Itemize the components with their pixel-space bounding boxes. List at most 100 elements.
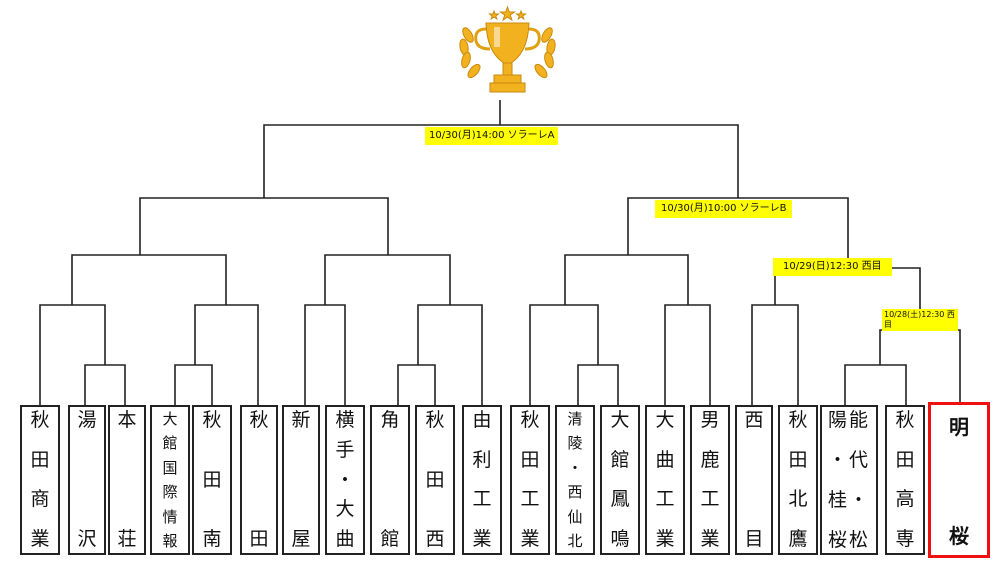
team-name-char: 桜	[949, 524, 969, 548]
team-name-char: 田	[425, 468, 445, 491]
team-box: 大館鳳鳴	[600, 405, 640, 555]
team-name-char: 大	[610, 409, 630, 431]
team-name-char: 館	[610, 448, 630, 471]
match-label-first-round: 10/28(土)12:30 西目	[882, 309, 958, 331]
team-box: 明桜	[928, 402, 990, 558]
team-name-char: 鳴	[610, 527, 630, 550]
team-box: 西目	[735, 405, 773, 555]
team-name-char: 田	[895, 448, 915, 471]
team-box: 大館国際情報	[150, 405, 190, 555]
match-label-first-round-text: 10/28(土)12:30 西目	[884, 310, 955, 329]
team-name-char: 横	[335, 409, 355, 431]
team-name-char: 曲	[655, 448, 675, 471]
team-name-char: 北	[788, 488, 808, 511]
team-name-char: 明	[949, 415, 969, 439]
team-name-char: 業	[655, 527, 675, 550]
team-box: 秋田北鷹	[778, 405, 818, 555]
team-name-char: 秋	[895, 409, 915, 431]
team-name-char: 業	[472, 527, 492, 550]
trophy-icon	[459, 5, 556, 93]
team-box: 秋田南	[192, 405, 232, 555]
team-name-char: 田	[520, 448, 540, 471]
team-box: 秋田商業	[20, 405, 60, 555]
team-name-char: 陽能	[827, 409, 870, 431]
team-name-char: 業	[520, 527, 540, 550]
team-name-char: 秋	[202, 409, 222, 431]
team-name-char: 桂・	[827, 489, 870, 511]
team-name-char: 西	[425, 528, 445, 550]
team-name-char: 由	[472, 409, 492, 431]
team-name-char: 田	[788, 448, 808, 471]
team-name-char: 田	[30, 448, 50, 471]
team-name-char: 工	[700, 488, 720, 511]
team-name-char: 西	[567, 483, 583, 502]
team-name-char: 鳳	[610, 488, 630, 511]
team-name-char: 商	[30, 488, 50, 511]
team-name-char: 角	[380, 409, 400, 431]
team-name-char: 南	[202, 528, 222, 550]
team-box: 秋田西	[415, 405, 455, 555]
match-label-final: 10/30(月)14:00 ソラーレA	[425, 127, 559, 145]
team-name-char: 利	[472, 448, 492, 471]
team-name-char: 報	[162, 531, 178, 550]
team-name-char: 桜松	[827, 529, 870, 551]
team-name-char: 専	[895, 527, 915, 550]
team-name-char: 湯	[77, 409, 97, 431]
team-name-char: 仙	[567, 507, 583, 526]
team-name-char: 大	[655, 409, 675, 431]
team-box: 横手・大曲	[325, 405, 365, 555]
team-name-char: 秋	[249, 409, 269, 431]
team-name-char: 大	[335, 498, 355, 521]
team-box: 秋田高専	[885, 405, 925, 555]
team-name-char: 荘	[117, 528, 137, 550]
team-name-char: 情	[162, 507, 178, 526]
team-name-char: 田	[249, 528, 269, 550]
team-name-char: 屋	[291, 528, 311, 550]
team-name-char: 田	[202, 468, 222, 491]
team-name-char: 工	[472, 488, 492, 511]
team-name-char: 本	[117, 409, 137, 431]
team-name-char: 秋	[788, 409, 808, 431]
team-box: 新屋	[282, 405, 320, 555]
team-name-char: 陵	[567, 434, 583, 453]
team-box: 秋田工業	[510, 405, 550, 555]
match-label-semifinal: 10/30(月)10:00 ソラーレB	[655, 200, 793, 218]
team-name-char: 鷹	[788, 527, 808, 550]
team-name-char: 新	[291, 409, 311, 431]
team-box: 大曲工業	[645, 405, 685, 555]
team-name-char: 北	[567, 531, 583, 550]
team-name-char: 大	[162, 410, 178, 428]
team-name-char: 鹿	[700, 448, 720, 471]
team-name-char: 男	[700, 409, 720, 431]
team-box: 湯沢	[68, 405, 106, 555]
team-box: 陽能・代桂・桜松	[820, 405, 878, 555]
team-name-char: 秋	[520, 409, 540, 431]
team-name-char: 際	[162, 483, 178, 502]
team-name-char: ・	[335, 468, 355, 491]
team-name-char: 業	[700, 527, 720, 550]
team-name-char: 高	[895, 488, 915, 511]
team-box: 角館	[370, 405, 410, 555]
match-label-quarterfinal: 10/29(日)12:30 西目	[773, 258, 892, 276]
team-name-char: 工	[520, 488, 540, 511]
team-name-char: 清	[567, 410, 583, 428]
team-name-char: 沢	[77, 528, 97, 550]
team-box: 清陵・西仙北	[555, 405, 595, 555]
team-name-char: 目	[744, 528, 764, 550]
team-name-char: 館	[380, 528, 400, 550]
team-name-char: 秋	[425, 409, 445, 431]
team-name-char: 手	[335, 438, 355, 461]
team-box: 秋田	[240, 405, 278, 555]
team-name-char: 工	[655, 488, 675, 511]
team-name-char: ・	[567, 458, 583, 477]
team-box: 本荘	[108, 405, 146, 555]
team-name-char: ・代	[827, 449, 870, 471]
team-name-char: 曲	[335, 528, 355, 550]
team-box: 男鹿工業	[690, 405, 730, 555]
team-name-char: 秋	[30, 409, 50, 431]
team-name-char: 西	[744, 409, 764, 431]
team-name-char: 国	[162, 458, 178, 477]
team-name-char: 館	[162, 434, 178, 453]
team-box: 由利工業	[462, 405, 502, 555]
team-name-char: 業	[30, 527, 50, 550]
